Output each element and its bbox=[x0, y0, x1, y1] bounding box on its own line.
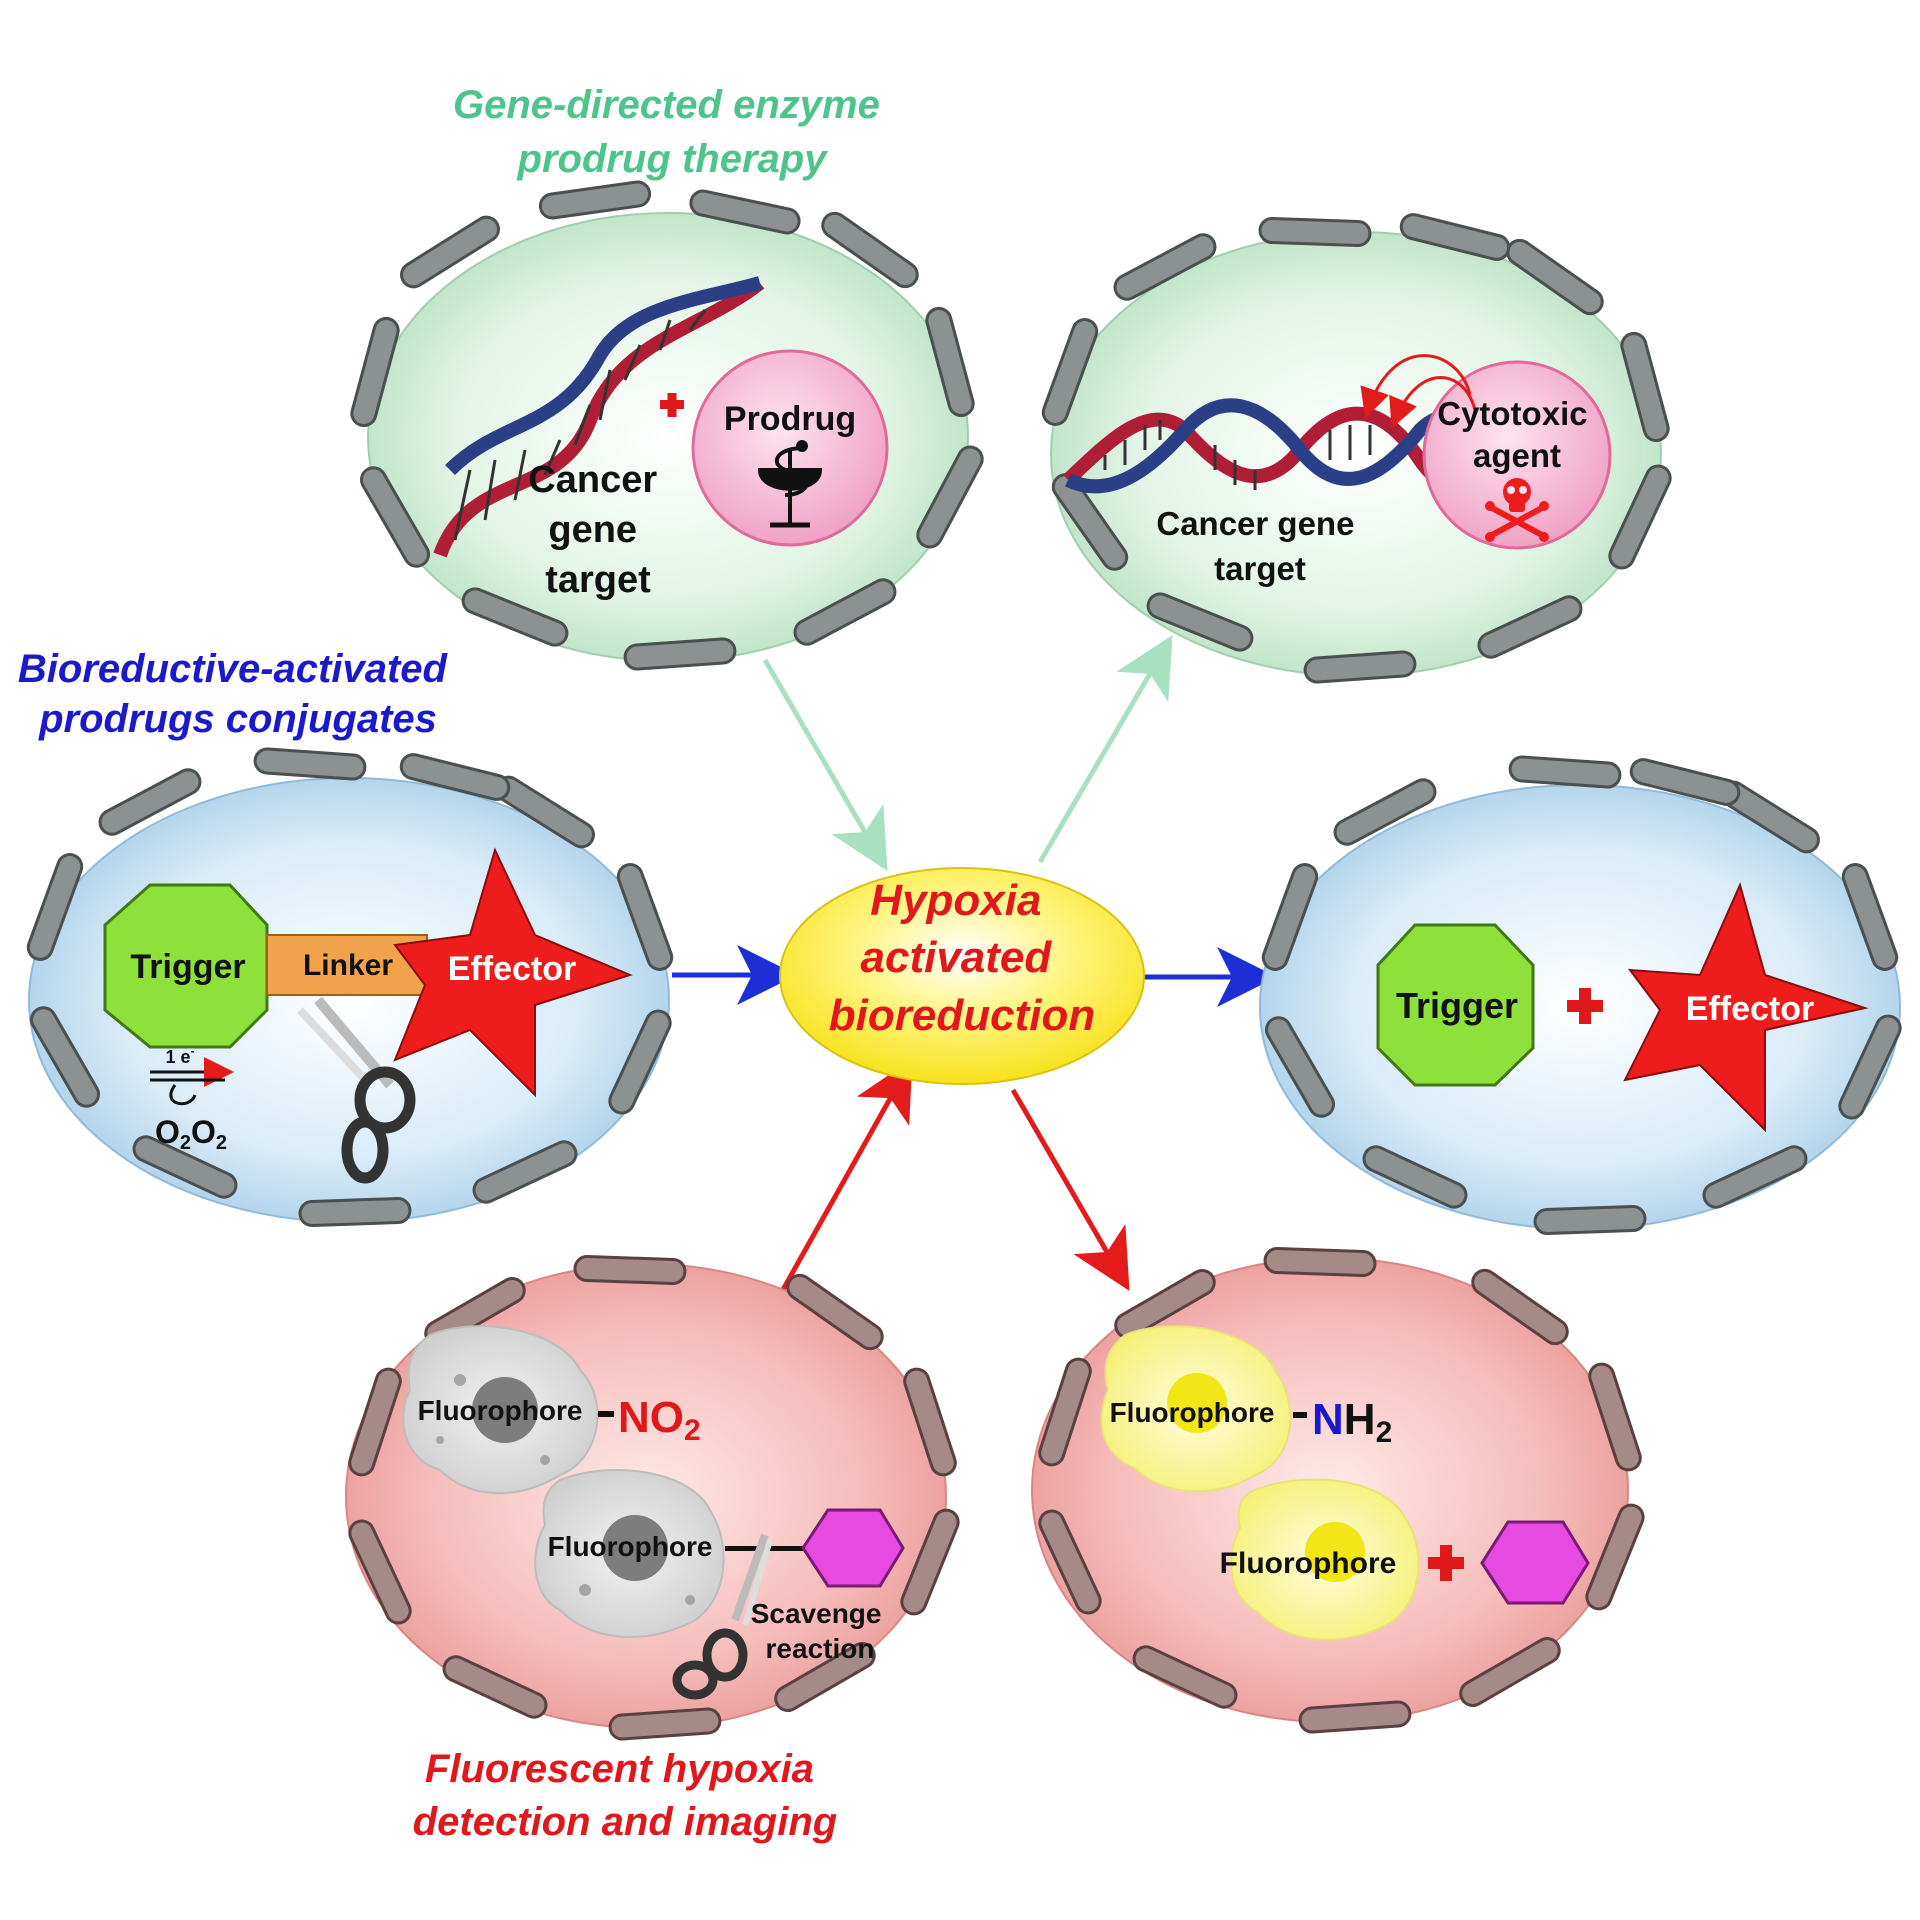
cell-membrane bbox=[26, 747, 674, 1228]
prodrug-label: Prodrug bbox=[724, 400, 856, 438]
cell-membrane bbox=[1261, 755, 1902, 1236]
arrow-center-to-gdept bbox=[1037, 635, 1173, 864]
cell-membrane bbox=[348, 1254, 960, 1741]
bioreductive-title: Bioreductive-activated prodrugs conjugat… bbox=[18, 647, 458, 741]
arrow-fluor-to-center bbox=[777, 1058, 913, 1297]
fluorescent-title: Fluorescent hypoxia detection and imagin… bbox=[413, 1747, 837, 1844]
plus-icon bbox=[660, 393, 684, 417]
cell-prodrug-right: Trigger Effector bbox=[1259, 755, 1902, 1236]
plus-icon bbox=[1428, 1545, 1464, 1581]
arrows bbox=[672, 635, 1277, 1297]
attack-arrow bbox=[1389, 376, 1477, 429]
cytotoxic-agent-label: Cytotoxic agent bbox=[1437, 395, 1597, 474]
linker-label: Linker bbox=[303, 949, 393, 982]
arrow-center-to-fluor bbox=[1010, 1088, 1130, 1291]
trigger-label: Trigger bbox=[130, 948, 245, 986]
cell-prodrug-left: Trigger Linker Effector 1 e- O2O2 bbox=[26, 747, 674, 1228]
fluorophore-label: Fluorophore bbox=[1110, 1397, 1275, 1428]
hypoxia-center: Hypoxia activated bioreduction bbox=[779, 867, 1145, 1085]
caduceus-icon bbox=[757, 440, 823, 528]
trigger-octagon-icon bbox=[103, 883, 269, 1049]
cell-gdept-right: Cytotoxic agent Cancer gene target bbox=[1041, 213, 1672, 684]
hexagon-icon bbox=[801, 1508, 905, 1588]
cell-membrane bbox=[350, 180, 984, 671]
cytotoxic-agent-disc bbox=[1422, 360, 1612, 550]
plus-icon bbox=[1567, 988, 1603, 1024]
nitro-group-label: NO2 bbox=[618, 1393, 701, 1447]
fluorophore-label: Fluorophore bbox=[548, 1531, 713, 1562]
scissors-icon bbox=[297, 996, 416, 1184]
cell-fluor-right: Fluorophore NH2 Fluorophore bbox=[1031, 1246, 1645, 1734]
attack-arrow bbox=[1360, 354, 1472, 419]
arrow-gdept-to-center bbox=[762, 658, 888, 871]
gdept-title: Gene-directed enzyme prodrug therapy bbox=[453, 83, 891, 181]
cancer-gene-target-label: Cancer gene target bbox=[528, 459, 667, 601]
skull-crossbones-icon bbox=[1485, 478, 1549, 542]
hypoxia-label: Hypoxia activated bioreduction bbox=[829, 876, 1095, 1040]
redox-cycle: 1 e- O2O2 bbox=[150, 1044, 234, 1154]
trigger-label: Trigger bbox=[1396, 985, 1518, 1026]
amoeba-cell-icon bbox=[402, 1325, 599, 1495]
effector-label: Effector bbox=[448, 950, 576, 988]
bond-dash bbox=[598, 1411, 614, 1417]
trigger-octagon-icon bbox=[1376, 923, 1535, 1087]
effector-star-icon bbox=[393, 847, 633, 1098]
svg-text:1 e-: 1 e- bbox=[165, 1044, 194, 1067]
hexagon-icon bbox=[1480, 1520, 1590, 1605]
cell-membrane bbox=[1041, 213, 1672, 684]
amoeba-cell-icon bbox=[1230, 1478, 1420, 1641]
effector-star-icon bbox=[1623, 882, 1869, 1133]
scissors-icon bbox=[672, 1533, 773, 1700]
scavenge-reaction-label: Scavenge reaction bbox=[751, 1598, 890, 1664]
cell-fluor-left: Fluorophore NO2 Fluorophore Scavenge rea… bbox=[345, 1254, 960, 1741]
cell-membrane bbox=[1038, 1246, 1645, 1734]
bond-dash bbox=[1293, 1412, 1307, 1418]
cancer-gene-target-label: Cancer gene target bbox=[1156, 505, 1363, 587]
fluorophore-label: Fluorophore bbox=[1220, 1547, 1397, 1580]
dna-helix-icon bbox=[433, 276, 765, 558]
cell-gdept-left: Cancer gene target Prodrug bbox=[350, 180, 984, 671]
fluorophore-label: Fluorophore bbox=[418, 1395, 583, 1426]
amine-group-label: NH2 bbox=[1312, 1395, 1392, 1449]
effector-label: Effector bbox=[1686, 990, 1814, 1028]
amoeba-cell-icon bbox=[534, 1469, 725, 1638]
svg-text:O2O2: O2O2 bbox=[155, 1114, 227, 1154]
amoeba-cell-icon bbox=[1100, 1325, 1292, 1493]
